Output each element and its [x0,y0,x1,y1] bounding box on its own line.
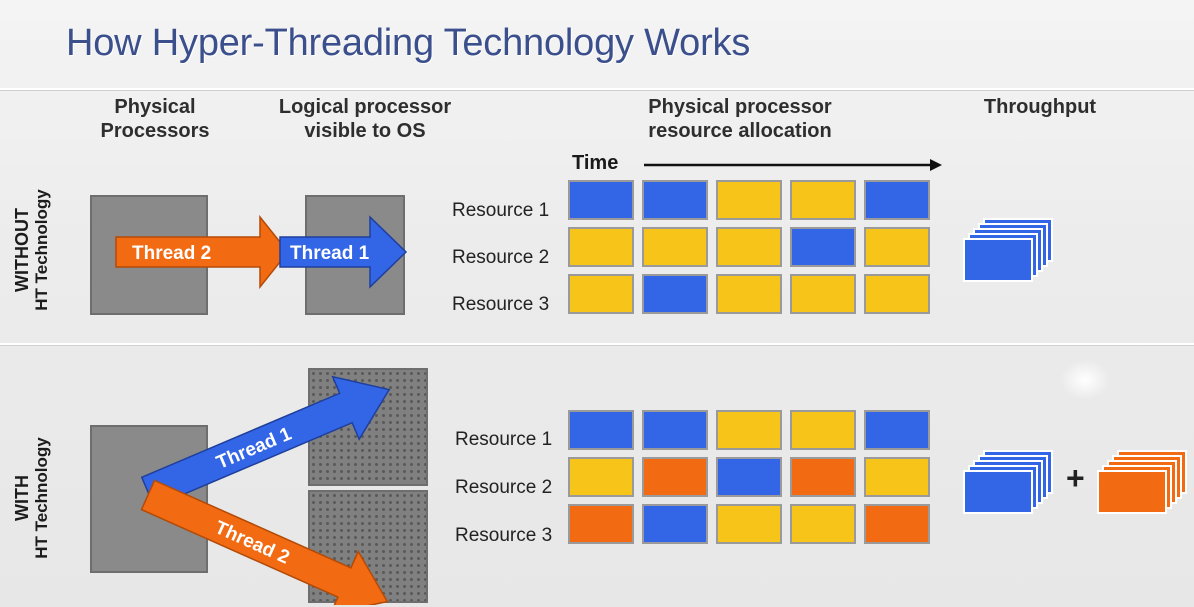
header-logical-processor: Logical processor visible to OS [278,96,452,142]
throughput-stack-without [963,218,1053,282]
page-title: How Hyper-Threading Technology Works [66,22,751,64]
header-resource-allocation: Physical processor resource allocation [648,96,832,142]
resource-cell [716,504,782,544]
resource-label: Resource 1 [452,200,550,221]
resource-cell [642,504,708,544]
resource-cell [568,180,634,220]
thread-2-arrow [140,479,389,605]
throughput-page [963,238,1033,282]
resource-cell [790,410,856,450]
glare-highlight [1060,360,1110,400]
resource-cell [642,410,708,450]
resource-cell [642,274,708,314]
resource-label: Resource 3 [452,294,550,315]
resource-cell [716,410,782,450]
resource-cell [642,227,708,267]
resource-cell [568,274,634,314]
resource-cell [790,227,856,267]
resource-cell [790,504,856,544]
resource-cell [568,457,634,497]
row-label-without: WITHOUT HT Technology [12,189,51,311]
resource-cell [716,227,782,267]
resource-label: Resource 1 [455,429,553,450]
resource-label: Resource 2 [452,247,550,268]
time-label: Time [572,152,619,174]
resource-cell [864,180,930,220]
row-label-with: WITH HT Technology [12,437,51,559]
resource-label: Resource 2 [455,477,553,498]
thread-2-arrow [115,214,289,290]
header-throughput: Throughput [983,96,1097,118]
resource-cell [864,227,930,267]
resource-cell [790,457,856,497]
thread-1-label: Thread 1 [290,243,370,264]
resource-cell [642,180,708,220]
plus-sign: + [1066,460,1085,496]
resource-cell [568,227,634,267]
resource-cell [864,504,930,544]
throughput-stack-with-orange [1097,450,1187,514]
resource-cell [790,274,856,314]
resource-cell [716,457,782,497]
thread-arrows-with: Thread 1 Thread 2 [140,375,391,605]
resource-grid-with [568,410,948,560]
resource-cell [716,180,782,220]
thread-arrows-without: Thread 2 Thread 1 [115,214,408,290]
resource-cell [864,274,930,314]
thread-2-label: Thread 2 [132,243,211,264]
resource-cell [568,410,634,450]
thread-1-arrow [279,215,408,289]
throughput-stack-with-blue [963,450,1053,514]
throughput-page [1097,470,1167,514]
title-divider [0,88,1194,90]
row-divider [0,343,1194,345]
resource-cell [864,410,930,450]
thread-1-arrow [140,375,391,508]
time-arrow [644,159,942,171]
resource-cell [864,457,930,497]
throughput-page [963,470,1033,514]
resource-grid-without [568,180,948,330]
header-physical-processors: Physical Processors [100,96,210,142]
resource-label: Resource 3 [455,525,553,546]
resource-cell [642,457,708,497]
resource-cell [790,180,856,220]
resource-cell [716,274,782,314]
resource-cell [568,504,634,544]
